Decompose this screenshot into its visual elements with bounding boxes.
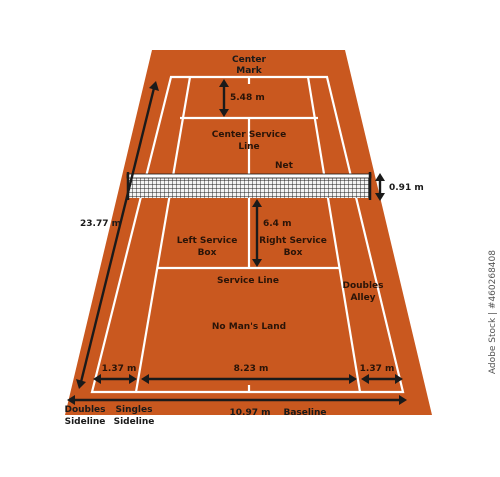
- arrowhead: [219, 79, 229, 87]
- singles-sideline-left: [134, 76, 192, 393]
- arrowhead: [67, 395, 75, 405]
- arrowhead: [141, 374, 149, 384]
- net-label: Net: [275, 161, 294, 171]
- singles-width-label: 8.23 m: [234, 364, 269, 374]
- baseline-label: Baseline: [283, 408, 326, 418]
- arrowhead: [252, 259, 262, 267]
- net-height-label: 0.91 m: [389, 183, 424, 193]
- doubles-sideline-label-2: Sideline: [65, 417, 106, 427]
- right-service-box-label-1: Right Service: [259, 236, 327, 246]
- watermark: Adobe Stock | #460268408: [488, 250, 498, 375]
- center-service-line-label-2: Line: [238, 142, 259, 152]
- arrow-23-77: [79, 87, 156, 383]
- doubles-width-label: 10.97 m: [230, 408, 271, 418]
- arrowhead: [375, 193, 385, 201]
- net-top-band: [126, 173, 372, 179]
- no-mans-land-label: No Man's Land: [212, 322, 286, 332]
- net: [126, 172, 372, 200]
- arrowhead: [375, 173, 385, 181]
- singles-sideline-right: [306, 76, 362, 393]
- doubles-alley-label-1: Doubles: [342, 281, 383, 291]
- center-mark-label-2: Mark: [236, 66, 262, 76]
- left-service-box-label-2: Box: [198, 248, 217, 258]
- court-lines: [90, 75, 405, 394]
- alley-width-left-label: 1.37 m: [102, 364, 137, 374]
- center-service-line-label-1: Center Service: [212, 130, 287, 140]
- singles-sideline-label-2: Sideline: [114, 417, 155, 427]
- court-length-label: 23.77 m: [80, 219, 121, 229]
- service-box-depth-label: 6.4 m: [263, 219, 291, 229]
- arrowhead: [361, 374, 369, 384]
- doubles-alley-label-2: Alley: [350, 293, 375, 303]
- right-service-box-label-2: Box: [284, 248, 303, 258]
- arrowhead: [219, 109, 229, 117]
- doubles-sideline-label-1: Doubles: [64, 405, 105, 415]
- singles-sideline-label-1: Singles: [116, 405, 153, 415]
- alley-width-right-label: 1.37 m: [360, 364, 395, 374]
- arrowhead: [93, 374, 101, 384]
- arrowhead: [349, 374, 357, 384]
- arrowhead: [129, 374, 137, 384]
- center-mark-label-1: Center: [232, 55, 267, 65]
- arrowhead: [399, 395, 407, 405]
- service-line-label: Service Line: [217, 276, 279, 286]
- arrowhead: [395, 374, 403, 384]
- arrowhead: [149, 81, 159, 91]
- net-mesh: [128, 177, 370, 198]
- arrowhead: [252, 199, 262, 207]
- dist-5-48-label: 5.48 m: [230, 93, 265, 103]
- arrowhead: [76, 379, 86, 389]
- doubles-outline: [90, 75, 405, 394]
- left-service-box-label-1: Left Service: [177, 236, 238, 246]
- measurement-arrows: [67, 79, 407, 405]
